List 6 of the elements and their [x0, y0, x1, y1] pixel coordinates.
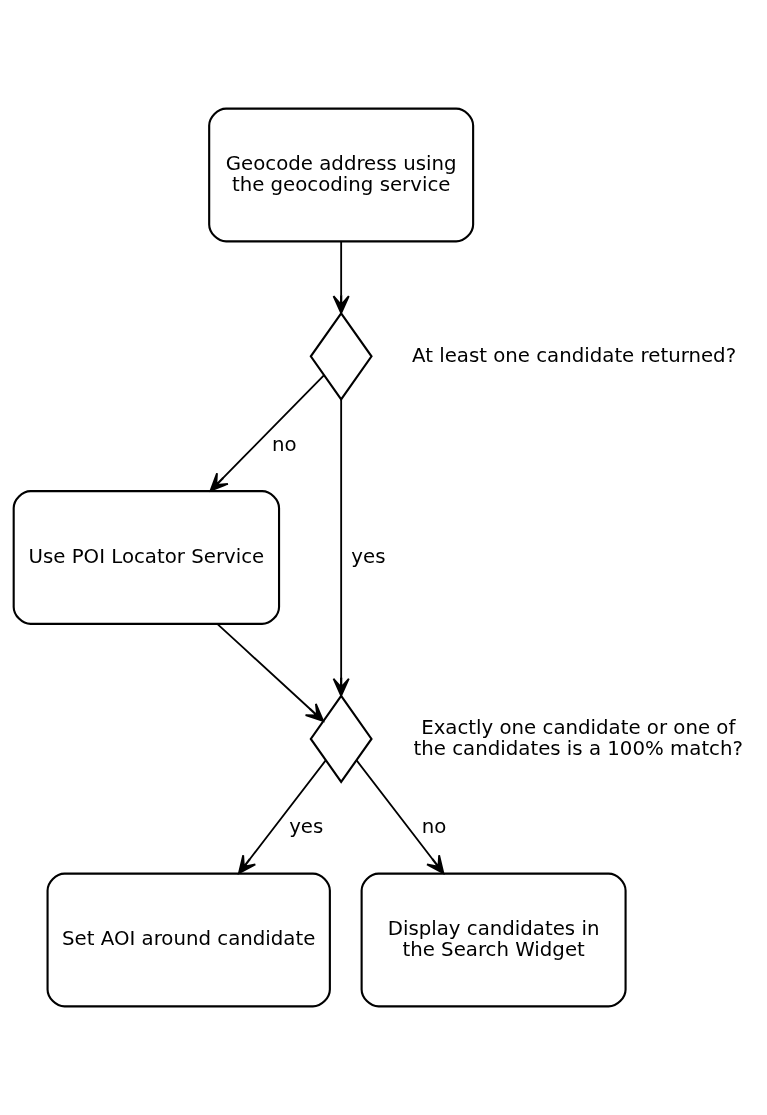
edge-label: no	[421, 815, 447, 839]
edge-label: yes	[289, 815, 324, 839]
node-label: Exactly one candidate or one of the candidates is a 100% match?	[413, 715, 743, 760]
node-label: At least one candidate returned?	[411, 343, 737, 367]
edge-label: yes	[351, 544, 386, 568]
edge-label: no	[272, 432, 297, 456]
